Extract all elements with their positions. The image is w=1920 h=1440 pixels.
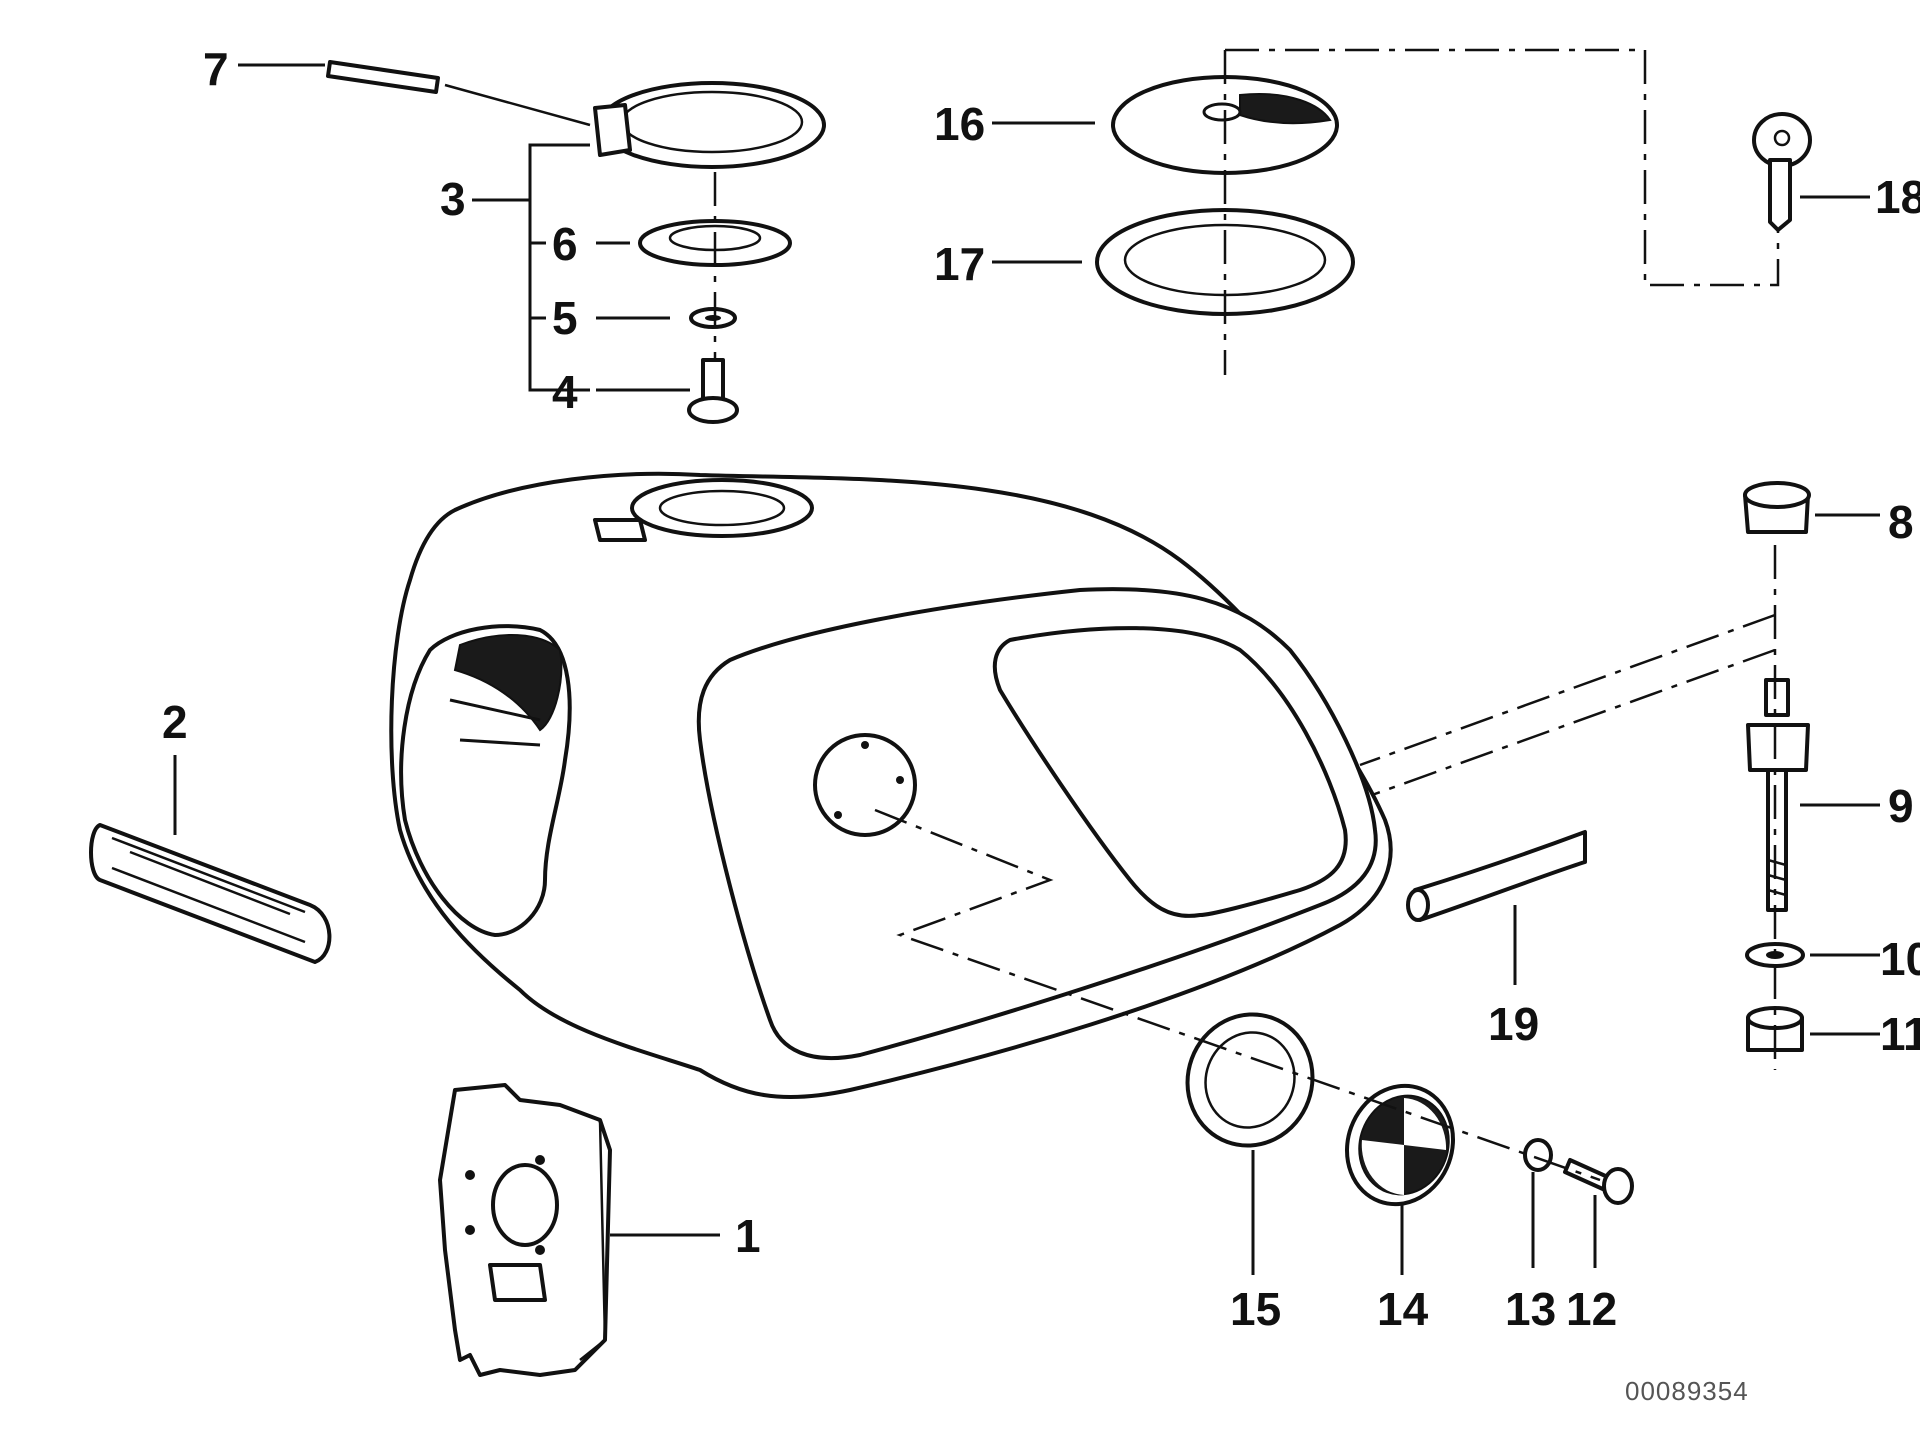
callout-11: 11	[1880, 1008, 1920, 1060]
part-7-hinge-pin	[326, 60, 440, 94]
part-12-screw	[1563, 1158, 1634, 1205]
callout-1: 1	[735, 1210, 761, 1262]
document-number: 00089354	[1625, 1376, 1749, 1406]
part-4-screw	[687, 358, 739, 424]
callout-16: 16	[934, 98, 985, 150]
part-19-hose	[1406, 830, 1587, 922]
callout-2: 2	[162, 696, 188, 748]
callout-9: 9	[1888, 780, 1914, 832]
callout-8: 8	[1888, 496, 1914, 548]
callout-14: 14	[1377, 1283, 1429, 1335]
part-18-key	[1752, 112, 1812, 232]
callout-10: 10	[1880, 933, 1920, 985]
callout-6: 6	[552, 218, 578, 270]
part-5-washer	[689, 307, 737, 329]
part-8-knurled-nut	[1743, 481, 1811, 534]
assembly-lines	[444, 48, 1780, 1182]
part-9-stud-bolt	[1746, 678, 1810, 912]
fuel-tank	[389, 471, 1393, 1100]
callout-labels: 7 3 6 5 4 16 17 18 8 9 10 11 2 1 19 15 1…	[162, 43, 1920, 1335]
callout-7: 7	[203, 43, 229, 95]
leader-lines	[173, 63, 1880, 1275]
part-2-rubber-strip	[89, 823, 332, 964]
part-1-mounting-bracket	[438, 1083, 612, 1377]
callout-12: 12	[1566, 1283, 1617, 1335]
callout-18: 18	[1875, 171, 1920, 223]
part-15-badge-gasket	[1185, 1012, 1315, 1148]
part-13-washer	[1523, 1138, 1553, 1172]
callout-13: 13	[1505, 1283, 1556, 1335]
callout-3: 3	[440, 173, 466, 225]
callout-15: 15	[1230, 1283, 1281, 1335]
callout-4: 4	[552, 366, 578, 418]
callout-5: 5	[552, 292, 578, 344]
callout-17: 17	[934, 238, 985, 290]
part-3-filler-cap-lid	[593, 81, 826, 169]
callout-19: 19	[1488, 998, 1539, 1050]
